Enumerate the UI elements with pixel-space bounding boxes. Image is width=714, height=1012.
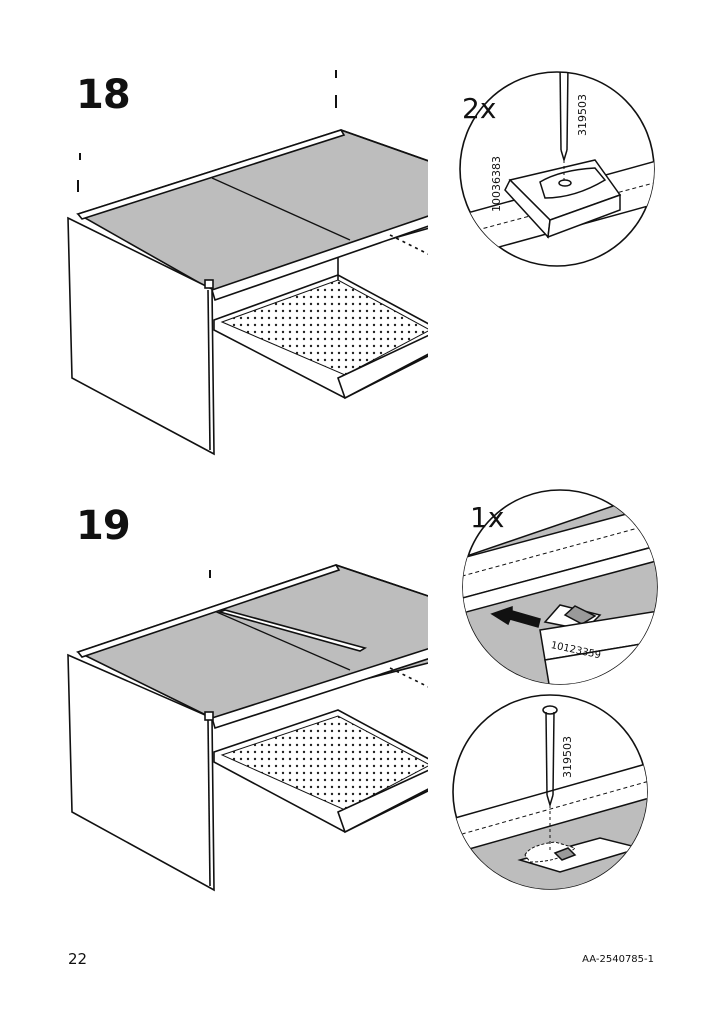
part-id-label: 319503 (576, 94, 589, 136)
page-number: 22 (68, 950, 88, 968)
part-id-label: 319503 (561, 736, 574, 778)
detail-circle-step19-top (462, 489, 658, 685)
quantity-step18: 2x (462, 92, 497, 125)
cabinet-drawing-step18 (67, 70, 428, 456)
cabinet-drawing-step19 (67, 564, 428, 892)
document-code: AA-2540785-1 (582, 954, 654, 965)
step-number-19: 19 (76, 503, 131, 549)
detail-circle-step18 (459, 71, 655, 267)
quantity-step19: 1x (470, 501, 505, 534)
detail-circle-step19-bottom (452, 694, 648, 890)
step-number-18: 18 (76, 72, 131, 118)
part-id-label: 10036383 (490, 156, 503, 212)
